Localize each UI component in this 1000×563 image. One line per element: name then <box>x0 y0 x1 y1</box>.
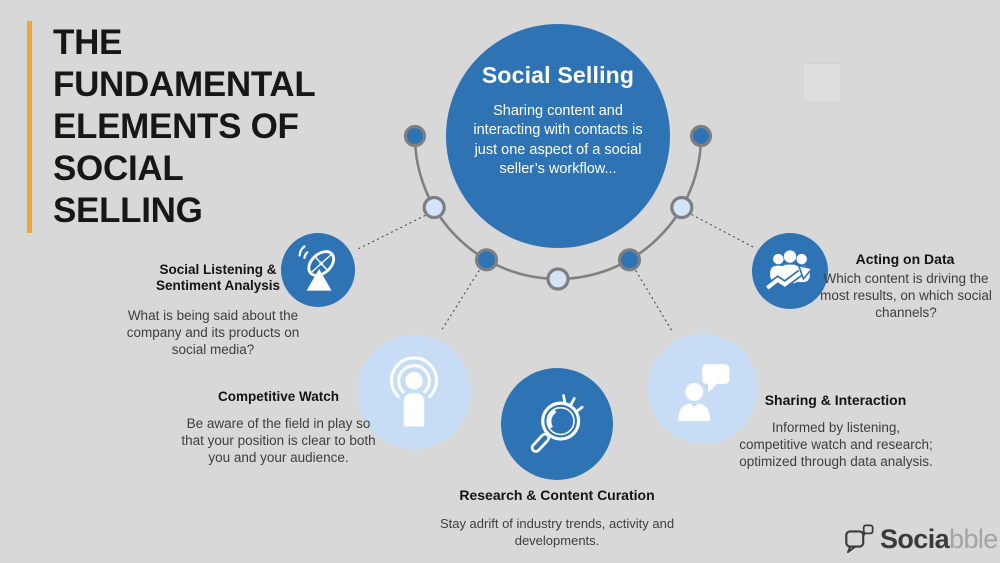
competitive-watch-circle <box>357 335 471 449</box>
logo-text-bold: Socia <box>880 523 950 554</box>
social-listening-body: What is being said about the company and… <box>126 308 300 358</box>
person-speech-bubble-icon <box>678 364 730 422</box>
competitive-watch-body: Be aware of the field in play so that yo… <box>181 416 376 466</box>
accent-bar <box>27 21 32 233</box>
research-curation-title: Research & Content Curation <box>459 487 655 503</box>
sociabble-bubble-icon <box>845 524 874 554</box>
decorative-square <box>802 63 842 103</box>
magnifier-icon <box>530 394 584 453</box>
central-title: Social Selling <box>481 62 635 88</box>
social-listening-title: Social Listening & Sentiment Analysis <box>155 262 281 294</box>
satellite-dish-icon <box>298 245 336 291</box>
sharing-interaction-circle <box>648 334 758 444</box>
competitive-watch-title: Competitive Watch <box>217 389 339 404</box>
social-listening-circle <box>281 233 355 307</box>
central-circle: Social Selling Sharing content and inter… <box>446 24 670 248</box>
page-title: THE FUNDAMENTAL ELEMENTS OF SOCIAL SELLI… <box>53 23 316 230</box>
sociabble-wordmark: Sociabble <box>880 524 998 555</box>
acting-on-data-title: Acting on Data <box>855 251 955 267</box>
central-body: Sharing content and interacting with con… <box>473 103 643 177</box>
acting-on-data-circle <box>752 233 828 309</box>
research-curation-body: Stay adrift of industry trends, activity… <box>439 516 675 548</box>
sharing-interaction-body: Informed by listening, competitive watch… <box>739 420 933 470</box>
broadcast-person-icon <box>390 356 438 427</box>
acting-on-data-body: Which content is driving the most result… <box>820 271 992 321</box>
people-growth-arrow-icon <box>764 250 814 291</box>
research-curation-circle <box>501 368 613 480</box>
logo-text-light: bble <box>949 523 998 554</box>
sociabble-logo: Sociabble <box>843 523 998 555</box>
sharing-interaction-title: Sharing & Interaction <box>764 392 907 408</box>
